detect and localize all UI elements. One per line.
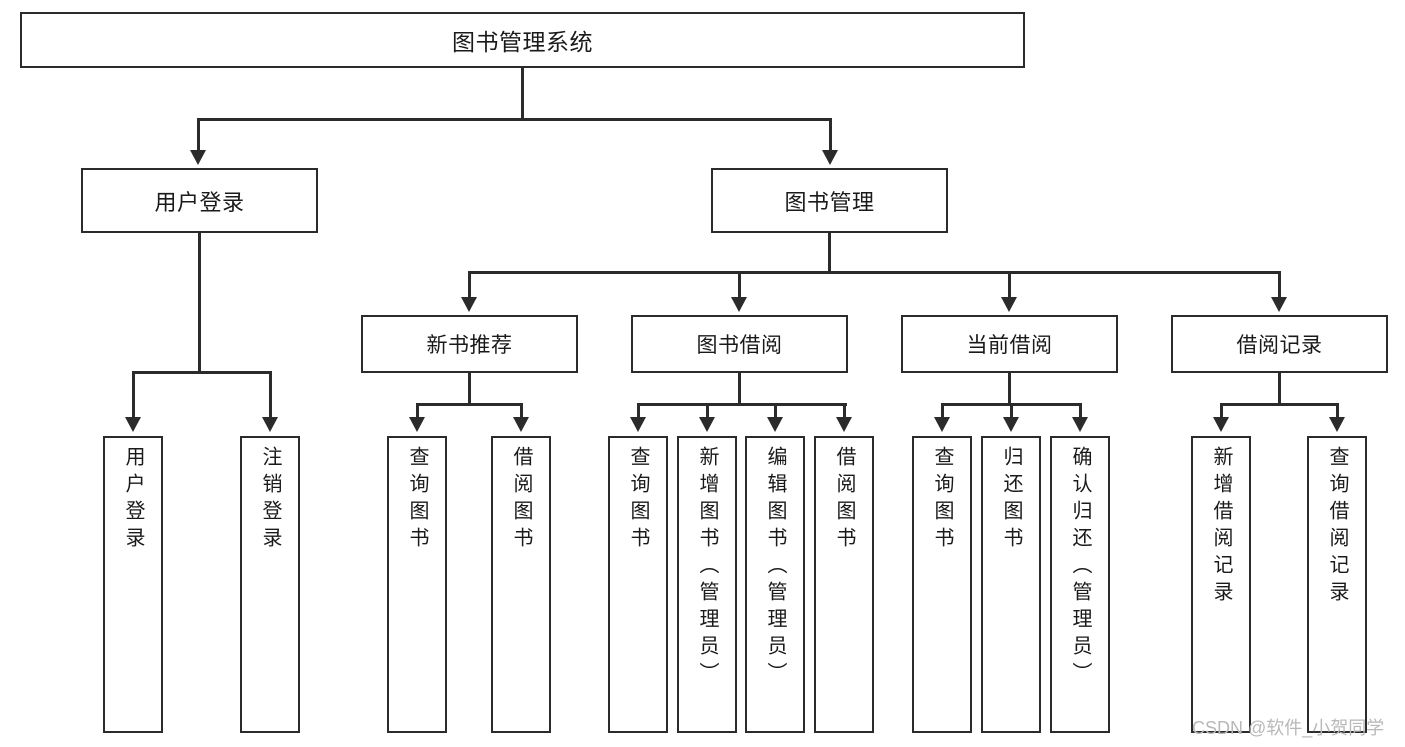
node-label: 确认归还（管理员） bbox=[1069, 446, 1091, 689]
connector-new-book-bus bbox=[416, 403, 522, 406]
node-leaf-user-login[interactable]: 用户登录 bbox=[103, 436, 163, 733]
node-label: 新书推荐 bbox=[426, 334, 513, 357]
arrowhead-leaf-return-book bbox=[1003, 417, 1019, 432]
connector-current-borrow-stem bbox=[1008, 373, 1011, 405]
arrowhead-borrow-record bbox=[1271, 297, 1287, 312]
arrowhead-new-book-recommend bbox=[461, 297, 477, 312]
connector-root-bus bbox=[197, 118, 832, 121]
node-label: 编辑图书（管理员） bbox=[764, 446, 786, 689]
connector-book-borrow-drop-4 bbox=[843, 403, 846, 419]
node-label: 新增图书（管理员） bbox=[696, 446, 718, 689]
node-book-management-system[interactable]: 图书管理系统 bbox=[20, 12, 1025, 68]
connector-bm-drop-current-borrow bbox=[1008, 271, 1011, 299]
node-user-login[interactable]: 用户登录 bbox=[81, 168, 318, 233]
node-book-management[interactable]: 图书管理 bbox=[711, 168, 948, 233]
csdn-watermark: CSDN @软件_小贺同学 bbox=[1192, 714, 1384, 740]
node-leaf-borrow-book-1[interactable]: 借阅图书 bbox=[491, 436, 551, 733]
connector-new-book-drop-1 bbox=[416, 403, 419, 419]
node-label: 新增借阅记录 bbox=[1210, 446, 1232, 608]
connector-book-borrow-drop-1 bbox=[637, 403, 640, 419]
node-label: 图书借阅 bbox=[696, 334, 783, 357]
connector-book-borrow-drop-2 bbox=[706, 403, 709, 419]
arrowhead-leaf-query-book-3 bbox=[934, 417, 950, 432]
node-label: 图书管理 bbox=[784, 189, 875, 215]
node-label: 图书管理系统 bbox=[452, 29, 593, 55]
arrowhead-book-borrow bbox=[731, 297, 747, 312]
connector-current-borrow-drop-1 bbox=[941, 403, 944, 419]
node-leaf-query-book-1[interactable]: 查询图书 bbox=[387, 436, 447, 733]
node-leaf-return-book[interactable]: 归还图书 bbox=[981, 436, 1041, 733]
node-label: 当前借阅 bbox=[966, 334, 1053, 357]
connector-bm-drop-new-book bbox=[468, 271, 471, 299]
node-borrow-record[interactable]: 借阅记录 bbox=[1171, 315, 1388, 373]
node-leaf-confirm-return-admin[interactable]: 确认归还（管理员） bbox=[1050, 436, 1110, 733]
node-label: 用户登录 bbox=[122, 446, 144, 554]
connector-user-login-drop-2 bbox=[269, 371, 272, 419]
node-leaf-query-book-2[interactable]: 查询图书 bbox=[608, 436, 668, 733]
connector-root-stem bbox=[521, 68, 524, 120]
node-leaf-user-logout[interactable]: 注销登录 bbox=[240, 436, 300, 733]
arrowhead-user-login bbox=[190, 150, 206, 165]
node-leaf-add-borrow-record[interactable]: 新增借阅记录 bbox=[1191, 436, 1251, 733]
arrowhead-leaf-query-book-2 bbox=[630, 417, 646, 432]
connector-root-to-user-login bbox=[197, 118, 200, 152]
connector-book-borrow-bus bbox=[637, 403, 847, 406]
arrowhead-leaf-borrow-book-2 bbox=[836, 417, 852, 432]
connector-bm-drop-borrow-record bbox=[1278, 271, 1281, 299]
connector-book-borrow-drop-3 bbox=[774, 403, 777, 419]
connector-borrow-record-drop-2 bbox=[1336, 403, 1339, 419]
node-label: 查询图书 bbox=[627, 446, 649, 554]
arrowhead-leaf-edit-book-admin bbox=[767, 417, 783, 432]
connector-book-management-bus bbox=[468, 271, 1280, 274]
connector-borrow-record-drop-1 bbox=[1220, 403, 1223, 419]
node-leaf-add-book-admin[interactable]: 新增图书（管理员） bbox=[677, 436, 737, 733]
node-label: 借阅图书 bbox=[833, 446, 855, 554]
arrowhead-leaf-confirm-return-admin bbox=[1072, 417, 1088, 432]
arrowhead-leaf-query-book-1 bbox=[409, 417, 425, 432]
arrowhead-leaf-query-borrow-record bbox=[1329, 417, 1345, 432]
connector-bm-drop-book-borrow bbox=[738, 271, 741, 299]
connector-borrow-record-stem bbox=[1278, 373, 1281, 405]
arrowhead-leaf-add-borrow-record bbox=[1213, 417, 1229, 432]
node-leaf-query-borrow-record[interactable]: 查询借阅记录 bbox=[1307, 436, 1367, 733]
connector-book-borrow-stem bbox=[738, 373, 741, 405]
connector-current-borrow-drop-3 bbox=[1079, 403, 1082, 419]
connector-new-book-stem bbox=[468, 373, 471, 405]
connector-book-management-stem bbox=[828, 233, 831, 273]
connector-user-login-stem bbox=[198, 233, 201, 373]
node-new-book-recommend[interactable]: 新书推荐 bbox=[361, 315, 578, 373]
node-label: 查询图书 bbox=[406, 446, 428, 554]
connector-new-book-drop-2 bbox=[520, 403, 523, 419]
node-label: 借阅记录 bbox=[1236, 334, 1323, 357]
node-book-borrow[interactable]: 图书借阅 bbox=[631, 315, 848, 373]
connector-current-borrow-drop-2 bbox=[1010, 403, 1013, 419]
connector-borrow-record-bus bbox=[1220, 403, 1338, 406]
node-current-borrow[interactable]: 当前借阅 bbox=[901, 315, 1118, 373]
connector-user-login-drop-1 bbox=[132, 371, 135, 419]
node-label: 归还图书 bbox=[1000, 446, 1022, 554]
node-label: 查询图书 bbox=[931, 446, 953, 554]
node-label: 借阅图书 bbox=[510, 446, 532, 554]
connector-user-login-bus bbox=[132, 371, 269, 374]
node-leaf-borrow-book-2[interactable]: 借阅图书 bbox=[814, 436, 874, 733]
node-label: 查询借阅记录 bbox=[1326, 446, 1348, 608]
arrowhead-leaf-user-login bbox=[125, 417, 141, 432]
arrowhead-current-borrow bbox=[1001, 297, 1017, 312]
node-label: 注销登录 bbox=[259, 446, 281, 554]
arrowhead-leaf-user-logout bbox=[262, 417, 278, 432]
arrowhead-leaf-borrow-book-1 bbox=[513, 417, 529, 432]
node-leaf-query-book-3[interactable]: 查询图书 bbox=[912, 436, 972, 733]
watermark-text: CSDN @软件_小贺同学 bbox=[1192, 718, 1385, 738]
arrowhead-leaf-add-book-admin bbox=[699, 417, 715, 432]
node-leaf-edit-book-admin[interactable]: 编辑图书（管理员） bbox=[745, 436, 805, 733]
node-label: 用户登录 bbox=[154, 189, 245, 215]
arrowhead-book-management bbox=[822, 150, 838, 165]
connector-root-to-book-management bbox=[829, 118, 832, 152]
